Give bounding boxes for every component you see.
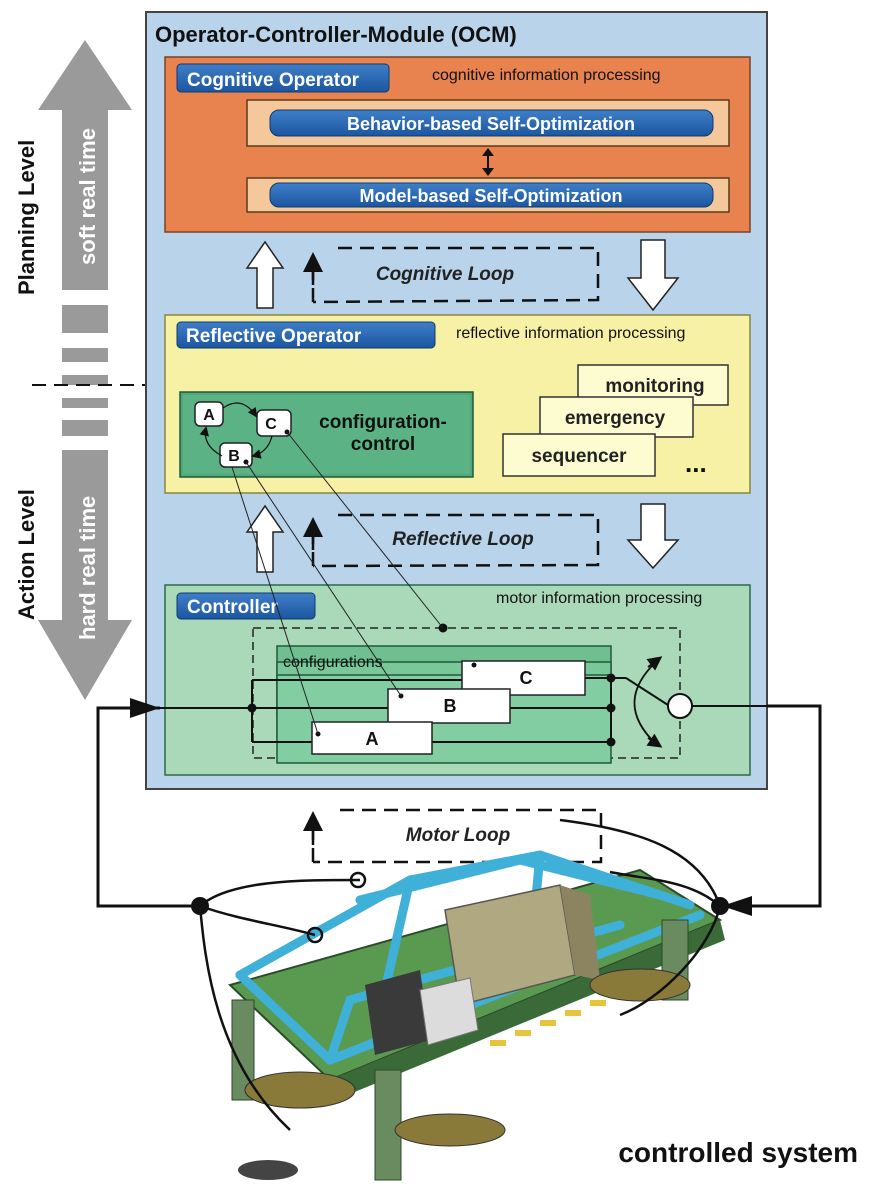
config-a-label: A (366, 729, 379, 749)
hard-real-time-label: hard real time (75, 496, 100, 640)
model-pill (269, 182, 714, 208)
reflective-processing-label: reflective information processing (456, 325, 685, 342)
double-arrow-icon (482, 148, 494, 176)
controller-processing-label: motor information processing (496, 590, 702, 607)
sensor-wiring (198, 818, 722, 1131)
config-c-label: C (520, 668, 533, 688)
behavior-pill (269, 109, 714, 137)
down-arrow-reflective (626, 503, 680, 570)
ocm-title: Operator-Controller-Module (OCM) (155, 22, 517, 47)
cognitive-operator-label: Cognitive Operator (187, 70, 360, 91)
action-level-label: Action Level (14, 489, 39, 620)
configurations-label: configurations (283, 654, 383, 671)
planning-level-label: Planning Level (14, 140, 39, 295)
state-c (256, 409, 292, 437)
transition-ac (222, 402, 258, 418)
junction-dots (247, 623, 616, 747)
sequencer-card (502, 433, 656, 477)
planning-level-arrow (38, 40, 132, 385)
reflective-operator-label: Reflective Operator (186, 326, 362, 347)
switch-node (667, 693, 693, 719)
switch-arc-arrow-top (646, 656, 663, 671)
state-b-label: B (228, 448, 240, 465)
transition-ba (199, 426, 223, 457)
controlled-system-label: controlled system (618, 1137, 858, 1168)
down-arrow-cognitive (626, 239, 680, 312)
configuration-control-line1: configuration- (319, 412, 447, 433)
ellipsis-label: ... (685, 448, 707, 478)
behavior-based-label: Behavior-based Self-Optimization (347, 114, 635, 134)
config-b-label: B (444, 696, 457, 716)
config-c-dot (471, 662, 477, 668)
state-a-label: A (203, 407, 215, 424)
config-a-block (311, 721, 433, 755)
state-machine: A C B (194, 401, 292, 468)
config-b-block (387, 688, 511, 724)
configuration-control-line2: control (351, 434, 415, 455)
monitoring-label: monitoring (605, 376, 704, 397)
transition-cb (251, 435, 273, 459)
state-config-links (231, 431, 444, 735)
feedback-arrowhead (722, 896, 752, 916)
cognitive-loop-label: Cognitive Loop (376, 264, 514, 285)
sensor-nodes (191, 871, 729, 944)
action-level-arrow (38, 398, 132, 700)
state-a (194, 401, 224, 427)
emergency-label: emergency (565, 408, 666, 429)
motor-loop-label: Motor Loop (406, 825, 510, 846)
reflective-operator-tag (176, 321, 436, 349)
controller-label: Controller (187, 597, 278, 618)
reflective-loop-label: Reflective Loop (392, 529, 533, 550)
soft-real-time-label: soft real time (75, 128, 100, 265)
controller-tag (176, 592, 316, 620)
model-based-label: Model-based Self-Optimization (359, 186, 622, 206)
feedback-loop (96, 704, 822, 908)
task-stack: monitoring emergency sequencer ... (502, 364, 729, 478)
switch-arc-arrow-bottom (646, 733, 663, 748)
cognitive-operator-tag (176, 63, 390, 93)
sequencer-label: sequencer (531, 446, 627, 467)
up-arrow-reflective (245, 504, 285, 573)
up-arrow-cognitive (245, 240, 285, 309)
cognitive-processing-label: cognitive information processing (432, 67, 661, 84)
input-arrowhead (130, 698, 160, 718)
vehicle-illustration (228, 850, 725, 1181)
state-c-label: C (265, 416, 277, 433)
